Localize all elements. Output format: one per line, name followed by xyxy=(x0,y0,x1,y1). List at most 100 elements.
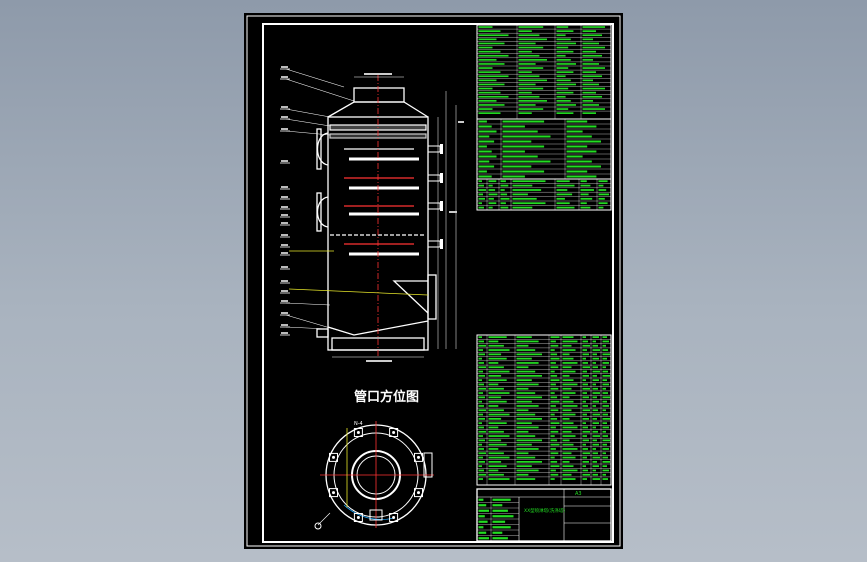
parts-cell-7-7 xyxy=(602,366,606,369)
parts-cell-6-2 xyxy=(516,362,539,364)
orientation-plan[interactable] xyxy=(317,421,434,528)
parts-cell-28-6 xyxy=(592,456,600,459)
specs-cell-18-2 xyxy=(556,100,571,102)
specs-cell-16-0 xyxy=(478,91,501,94)
parts-cell-14-5 xyxy=(582,396,589,399)
specs-cell-6-3 xyxy=(582,50,596,53)
parts-cell-9-0 xyxy=(478,374,485,377)
specs-cell-18-0 xyxy=(478,100,497,102)
parts-cell-5-3 xyxy=(550,357,560,360)
callout-text-5 xyxy=(281,160,288,162)
design-data-table[interactable] xyxy=(476,118,612,180)
parts-cell-14-6 xyxy=(592,396,597,399)
parts-cell-25-6 xyxy=(592,443,599,446)
specs-cell-7-0 xyxy=(478,54,509,57)
specs-cell-1-1 xyxy=(518,30,532,32)
parts-cell-18-6 xyxy=(592,413,600,416)
specs-cell-3-1 xyxy=(518,38,547,41)
design-cell-0-1 xyxy=(502,120,545,123)
bolt-hole-5 xyxy=(353,428,363,438)
title-cell-1-0 xyxy=(478,504,487,507)
title-block-mark: A3 xyxy=(575,491,582,497)
parts-cell-18-3 xyxy=(550,413,555,416)
parts-cell-32-1 xyxy=(488,473,504,476)
nozzle-cell-3-0 xyxy=(478,193,483,196)
nozzle-cell-6-4 xyxy=(556,206,575,209)
design-cell-8-1 xyxy=(502,160,551,163)
parts-cell-23-4 xyxy=(562,435,576,437)
parts-cell-4-5 xyxy=(582,353,589,356)
parts-cell-23-0 xyxy=(478,435,483,437)
plan-swing-arc xyxy=(343,504,395,520)
dim-text-1 xyxy=(366,360,392,362)
parts-cell-23-1 xyxy=(488,435,510,437)
design-cell-9-0 xyxy=(478,165,495,168)
design-cell-7-1 xyxy=(502,155,538,158)
specs-cell-5-1 xyxy=(518,46,544,49)
parts-cell-6-1 xyxy=(488,362,499,364)
parts-cell-18-4 xyxy=(562,413,576,416)
parts-cell-20-5 xyxy=(582,422,586,425)
specs-cell-8-0 xyxy=(478,59,497,61)
parts-cell-5-6 xyxy=(592,357,599,360)
parts-cell-11-6 xyxy=(592,383,596,386)
specs-cell-20-0 xyxy=(478,108,493,110)
specs-cell-13-0 xyxy=(478,79,497,82)
drawing-sheet[interactable]: 管口方位图 N-4 xyxy=(244,13,623,549)
parts-cell-6-3 xyxy=(550,362,556,364)
nozzle-table[interactable] xyxy=(476,178,612,211)
parts-cell-17-4 xyxy=(562,409,572,412)
design-cell-5-1 xyxy=(502,145,545,148)
parts-cell-19-7 xyxy=(602,417,610,420)
parts-cell-28-0 xyxy=(478,456,483,459)
parts-cell-11-7 xyxy=(602,383,609,386)
bolt-hole-4 xyxy=(329,452,339,462)
parts-cell-13-1 xyxy=(488,392,510,394)
parts-cell-18-0 xyxy=(478,413,483,416)
side-inlet-duct xyxy=(392,280,429,314)
bolt-center-4 xyxy=(332,455,336,459)
nozzle-cell-4-0 xyxy=(478,197,485,200)
specs-cell-8-3 xyxy=(582,59,593,61)
parts-cell-12-3 xyxy=(550,387,559,390)
parts-cell-30-0 xyxy=(478,465,482,468)
parts-cell-25-3 xyxy=(550,443,560,446)
specs-cell-2-0 xyxy=(478,34,509,37)
parts-list-table[interactable] xyxy=(476,334,612,486)
nozzle-cell-3-3 xyxy=(512,193,528,196)
bolt-center-5 xyxy=(356,431,360,435)
parts-cell-16-7 xyxy=(602,405,609,407)
parts-cell-8-4 xyxy=(562,370,576,373)
specs-cell-15-1 xyxy=(518,87,544,90)
parts-cell-7-6 xyxy=(592,366,598,369)
callout-text-2 xyxy=(281,106,288,108)
parts-cell-9-3 xyxy=(550,374,558,377)
parts-cell-0-2 xyxy=(516,336,532,339)
parts-cell-32-7 xyxy=(602,473,606,476)
parts-cell-1-3 xyxy=(550,340,556,343)
inlet-reference-line xyxy=(288,288,429,296)
parts-cell-1-4 xyxy=(562,340,578,343)
parts-cell-4-6 xyxy=(592,353,597,356)
parts-cell-23-5 xyxy=(582,435,587,437)
specs-cell-21-0 xyxy=(478,112,501,114)
callout-text-7 xyxy=(281,196,288,198)
parts-cell-27-7 xyxy=(602,452,606,455)
title-block[interactable]: XX型喷淋塔(洗涤塔) A3 xyxy=(476,488,612,542)
specs-cell-20-1 xyxy=(518,108,544,110)
parts-cell-29-6 xyxy=(592,460,597,463)
specs-cell-18-1 xyxy=(518,100,547,102)
parts-cell-20-4 xyxy=(562,422,574,425)
design-cell-0-0 xyxy=(478,120,487,123)
bolt-center-2 xyxy=(356,515,360,519)
specs-cell-18-3 xyxy=(582,100,593,102)
parts-cell-30-3 xyxy=(550,465,560,468)
design-cell-11-0 xyxy=(478,175,492,178)
parts-cell-19-6 xyxy=(592,417,597,420)
parts-cell-13-3 xyxy=(550,392,555,394)
parts-cell-14-3 xyxy=(550,396,558,399)
specs-cell-9-0 xyxy=(478,63,505,65)
parts-cell-30-6 xyxy=(592,465,599,468)
parts-cell-14-1 xyxy=(488,396,502,399)
